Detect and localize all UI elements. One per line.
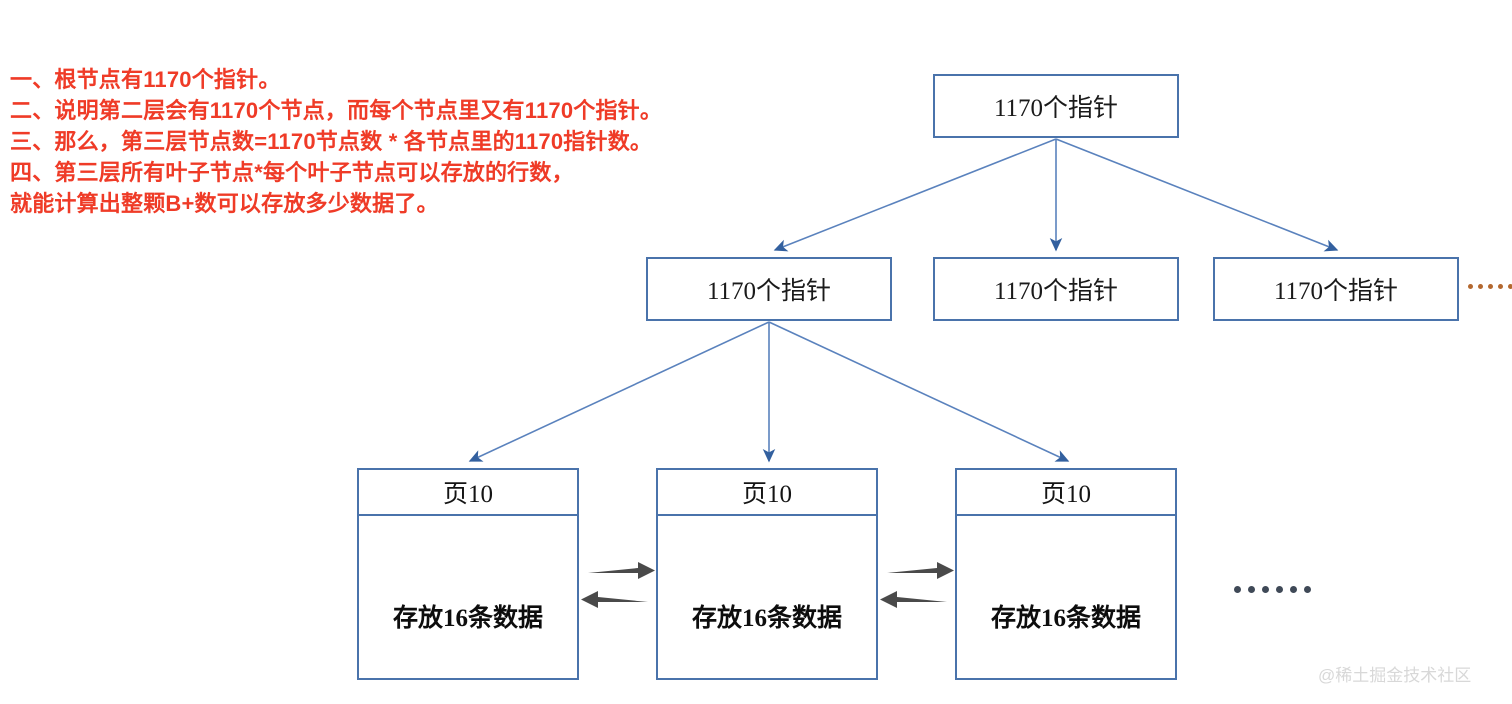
level2-to-leaf-connectors xyxy=(468,321,1070,463)
tree-node-level2-3[interactable]: 1170个指针 xyxy=(1213,257,1459,321)
leaf-page-1[interactable]: 页10 存放16条数据 xyxy=(357,468,579,680)
leaf-page-1-header: 页10 xyxy=(359,470,577,516)
ellipsis-dot xyxy=(1488,284,1493,289)
ellipsis-dot xyxy=(1478,284,1483,289)
leaf-page-2-body: 存放16条数据 xyxy=(691,605,842,632)
ellipsis-dot xyxy=(1248,586,1255,593)
tree-node-level2-1-label: 1170个指针 xyxy=(706,278,832,305)
leaf-ellipsis xyxy=(1234,586,1311,593)
ellipsis-dot xyxy=(1290,586,1297,593)
leaf-sibling-link-1-2 xyxy=(880,562,954,608)
annotation-line-4: 四、第三层所有叶子节点*每个叶子节点可以存放的行数， xyxy=(10,160,574,185)
ellipsis-dot xyxy=(1498,284,1503,289)
leaf-page-3[interactable]: 页10 存放16条数据 xyxy=(955,468,1177,680)
tree-node-level2-2[interactable]: 1170个指针 xyxy=(933,257,1179,321)
annotation-line-5: 就能计算出整颗B+数可以存放多少数据了。 xyxy=(10,191,439,216)
tree-node-root-label: 1170个指针 xyxy=(993,95,1119,122)
ellipsis-dot xyxy=(1262,586,1269,593)
leaf-page-2[interactable]: 页10 存放16条数据 xyxy=(656,468,878,680)
tree-node-root[interactable]: 1170个指针 xyxy=(933,74,1179,138)
annotation-line-3: 三、那么，第三层节点数=1170节点数 * 各节点里的1170指针数。 xyxy=(10,129,653,154)
tree-node-level2-3-label: 1170个指针 xyxy=(1273,278,1399,305)
annotation-line-1: 一、根节点有1170个指针。 xyxy=(10,67,281,92)
leaf-page-1-body: 存放16条数据 xyxy=(392,605,543,632)
annotation-line-2: 二、说明第二层会有1170个节点，而每个节点里又有1170个指针。 xyxy=(10,98,663,123)
ellipsis-dot xyxy=(1468,284,1473,289)
leaf-page-3-header: 页10 xyxy=(957,470,1175,516)
leaf-page-3-body: 存放16条数据 xyxy=(990,605,1141,632)
leaf-sibling-link-0-1 xyxy=(581,562,655,608)
tree-node-level2-1[interactable]: 1170个指针 xyxy=(646,257,892,321)
ellipsis-dot xyxy=(1508,284,1512,289)
ellipsis-dot xyxy=(1276,586,1283,593)
ellipsis-dot xyxy=(1234,586,1241,593)
leaf-page-2-header: 页10 xyxy=(658,470,876,516)
annotation-text-block: 一、根节点有1170个指针。 二、说明第二层会有1170个节点，而每个节点里又有… xyxy=(10,64,870,219)
watermark: @稀土掘金技术社区 xyxy=(1318,666,1472,685)
tree-node-level2-2-label: 1170个指针 xyxy=(993,278,1119,305)
ellipsis-dot xyxy=(1304,586,1311,593)
level2-ellipsis xyxy=(1468,284,1512,289)
